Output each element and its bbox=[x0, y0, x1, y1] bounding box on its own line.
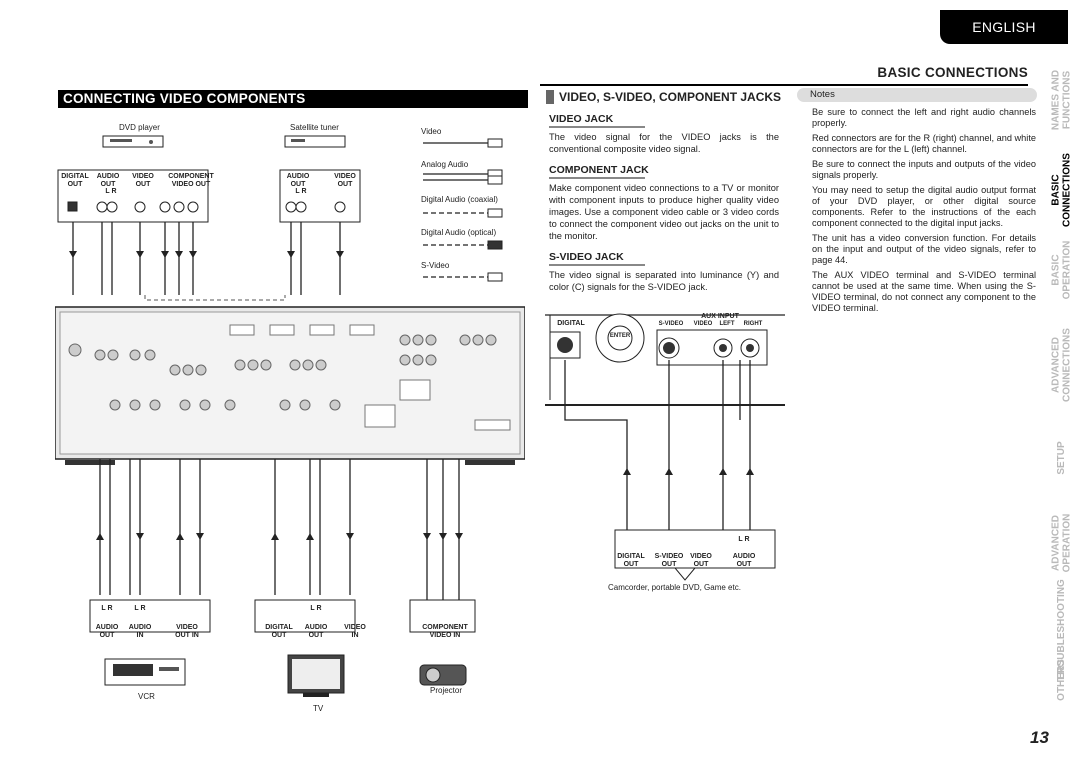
receiver-rear-panel bbox=[55, 306, 525, 465]
sat-jack-panel bbox=[279, 169, 361, 223]
tv-label: TV bbox=[313, 704, 324, 713]
note-item: Be sure to connect the inputs and output… bbox=[812, 159, 1036, 180]
component-jack-heading: COMPONENT JACK bbox=[549, 164, 649, 179]
dvd-player-label: DVD player bbox=[119, 123, 160, 132]
note-item: You may need to setup the digital audio … bbox=[812, 185, 1036, 228]
front-svideo-label: S-VIDEO bbox=[658, 321, 684, 327]
jacks-heading: VIDEO, S-VIDEO, COMPONENT JACKS bbox=[546, 90, 781, 104]
section-rule bbox=[540, 84, 1028, 86]
front-right-label: RIGHT bbox=[743, 321, 763, 327]
vcr-icon bbox=[104, 658, 186, 686]
front-enter-label: ENTER bbox=[609, 333, 631, 339]
tab-others[interactable]: OTHERS bbox=[1055, 659, 1067, 701]
video-jack-heading: VIDEO JACK bbox=[549, 113, 645, 128]
note-item: The unit has a video conversion function… bbox=[812, 233, 1036, 265]
connection-diagram bbox=[55, 135, 525, 697]
front-left-label: LEFT bbox=[719, 321, 735, 327]
notes-list: Be sure to connect the left and right au… bbox=[812, 107, 1036, 318]
component-jack-text: Make component video connections to a TV… bbox=[549, 183, 779, 241]
tv-lr-label: L R bbox=[310, 605, 322, 612]
page-number: 13 bbox=[1030, 728, 1049, 747]
legend-analog-audio: Analog Audio bbox=[421, 160, 469, 169]
main-heading: CONNECTING VIDEO COMPONENTS bbox=[58, 90, 528, 108]
section-title: BASIC CONNECTIONS bbox=[877, 65, 1028, 80]
front-video-label: VIDEO bbox=[693, 321, 713, 327]
vcr-lr-label-2: L R bbox=[134, 605, 146, 612]
tv-jack-panel bbox=[254, 599, 356, 633]
tv-icon bbox=[287, 654, 345, 697]
legend-video: Video bbox=[421, 127, 442, 136]
camcorder-jack-panel bbox=[614, 529, 776, 569]
cable-legend-graphic bbox=[423, 138, 503, 282]
svideo-jack-heading: S-VIDEO JACK bbox=[549, 251, 645, 266]
satellite-tuner-icon bbox=[284, 135, 346, 148]
projector-label: Projector bbox=[430, 686, 463, 695]
notes-title: Notes bbox=[797, 88, 1037, 102]
front-panel bbox=[549, 313, 768, 366]
front-digital-label: DIGITAL bbox=[557, 320, 585, 327]
projector-jack-panel bbox=[409, 599, 476, 633]
note-item: Be sure to connect the left and right au… bbox=[812, 107, 1036, 128]
front-aux-input-label: AUX INPUT bbox=[701, 313, 739, 320]
language-badge: ENGLISH bbox=[940, 10, 1068, 44]
note-item: The AUX VIDEO terminal and S-VIDEO termi… bbox=[812, 270, 1036, 313]
legend-digital-optical: Digital Audio (optical) bbox=[421, 228, 497, 237]
note-item: Red connectors are for the R (right) cha… bbox=[812, 133, 1036, 154]
legend-digital-coaxial: Digital Audio (coaxial) bbox=[421, 195, 498, 204]
cam-lr-label: L R bbox=[738, 536, 750, 543]
tab-setup[interactable]: SETUP bbox=[1055, 440, 1067, 475]
satellite-tuner-label: Satellite tuner bbox=[290, 123, 339, 132]
legend-s-video: S-Video bbox=[421, 261, 450, 270]
vcr-jack-panel bbox=[89, 599, 211, 633]
sat-lr-label: L R bbox=[295, 188, 307, 195]
vcr-label: VCR bbox=[138, 692, 155, 701]
dvd-player-icon bbox=[102, 135, 164, 148]
front-panel-diagram bbox=[545, 313, 785, 581]
dvd-lr-label: L R bbox=[105, 188, 117, 195]
projector-icon bbox=[419, 664, 467, 686]
video-jack-text: The video signal for the VIDEO jacks is … bbox=[549, 132, 779, 154]
vcr-lr-label-1: L R bbox=[101, 605, 113, 612]
camcorder-label: Camcorder, portable DVD, Game etc. bbox=[608, 583, 741, 592]
svideo-jack-text: The video signal is separated into lumin… bbox=[549, 270, 779, 292]
dvd-jack-panel bbox=[57, 169, 209, 223]
